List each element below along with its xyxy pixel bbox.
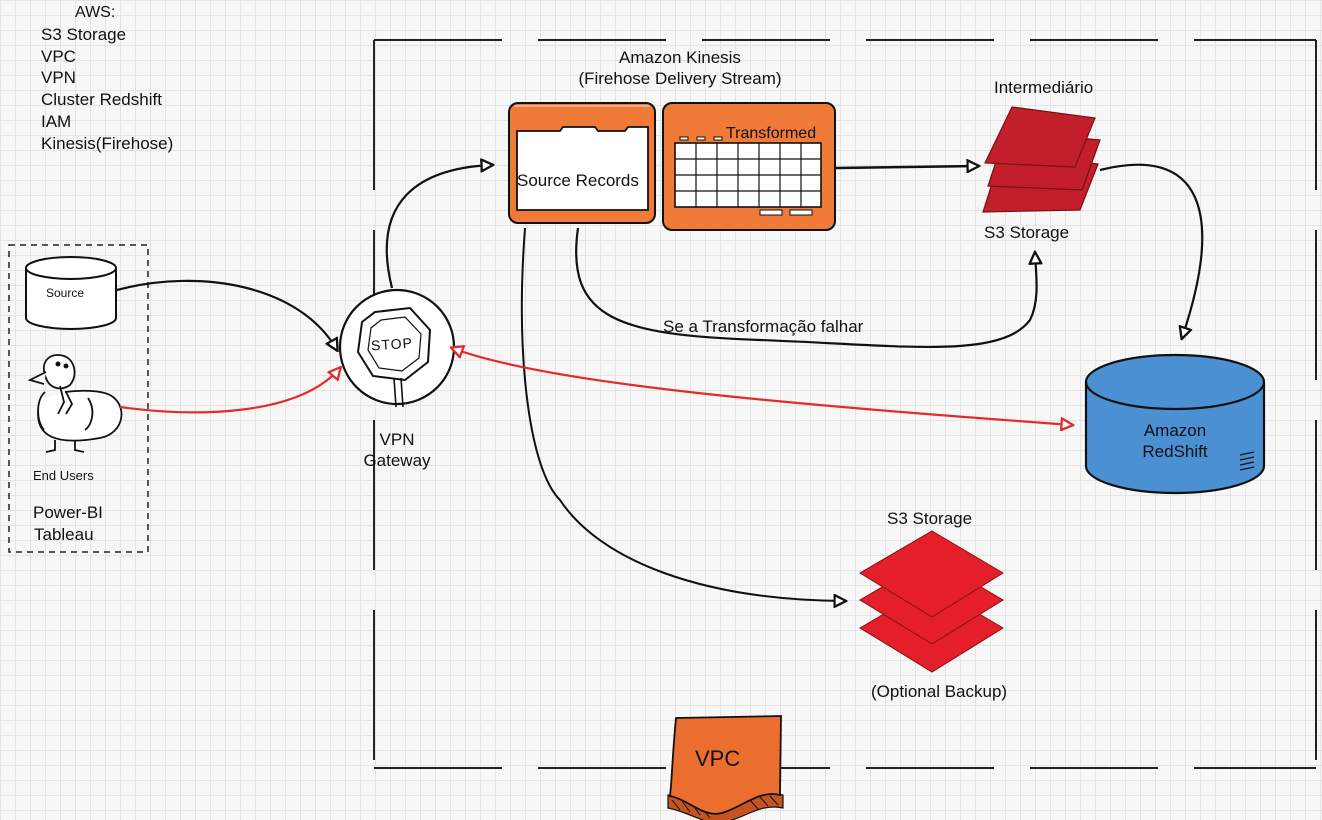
vpc-boundary bbox=[373, 39, 1317, 769]
end-users-label: End Users bbox=[33, 468, 94, 483]
vpn-to-kinesis-arrow bbox=[385, 165, 492, 289]
aws-service-item: VPC bbox=[41, 46, 76, 66]
redshift-label-line1: Amazon bbox=[1143, 421, 1207, 440]
backup-path-arrow bbox=[520, 227, 845, 601]
kinesis-title: Amazon Kinesis (Firehose Delivery Stream… bbox=[540, 47, 820, 89]
vpn-gateway-label: VPN Gateway bbox=[357, 429, 437, 471]
kinesis-title-line1: Amazon Kinesis bbox=[619, 48, 741, 67]
aws-services-list: S3 Storage VPC VPN Cluster Redshift IAM … bbox=[41, 24, 173, 154]
source-records-panel bbox=[508, 102, 656, 224]
vpc-label: VPC bbox=[695, 746, 741, 771]
aws-service-item: Kinesis(Firehose) bbox=[41, 133, 174, 153]
failure-path-label: Se a Transformação falhar bbox=[663, 317, 864, 336]
client-group-box bbox=[8, 244, 149, 553]
redshift-label: Amazon RedShift bbox=[1105, 420, 1245, 462]
aws-service-item: S3 Storage bbox=[41, 25, 127, 44]
vpn-redshift-arrow bbox=[452, 348, 1072, 425]
redshift-label-line2: RedShift bbox=[1142, 442, 1208, 461]
s3-to-redshift-arrow bbox=[1099, 163, 1204, 338]
vpn-gateway-label-line2: Gateway bbox=[363, 451, 431, 470]
redshift-database-icon bbox=[1084, 353, 1266, 495]
kinesis-title-line2: (Firehose Delivery Stream) bbox=[578, 69, 782, 88]
tool-power-bi: Power-BI bbox=[33, 503, 103, 522]
backup-s3-label: (Optional Backup) bbox=[871, 682, 1008, 701]
intermediate-s3-icon bbox=[982, 106, 1101, 213]
failure-path-arrow bbox=[575, 227, 1036, 348]
transformed-label: Transformed bbox=[726, 125, 817, 142]
end-user-icon bbox=[27, 354, 123, 453]
aws-service-item: Cluster Redshift bbox=[41, 90, 162, 110]
vpn-gateway-icon bbox=[338, 288, 456, 408]
stop-sign-text: STOP bbox=[370, 334, 414, 354]
vpn-gateway-label-line1: VPN bbox=[379, 430, 415, 449]
tool-tableau: Tableau bbox=[34, 525, 94, 544]
backup-s3-title: S3 Storage bbox=[887, 509, 973, 528]
transformed-to-s3-arrow bbox=[835, 166, 978, 168]
aws-services-title: AWS: bbox=[75, 4, 116, 21]
vpc-banner-icon bbox=[667, 715, 784, 820]
users-to-vpn-arrow bbox=[119, 368, 340, 414]
aws-service-item: VPN bbox=[41, 68, 76, 88]
aws-service-item: IAM bbox=[41, 111, 72, 131]
transformed-panel bbox=[662, 102, 836, 231]
source-database-icon bbox=[25, 256, 117, 330]
source-label: Source bbox=[46, 286, 85, 300]
intermediate-s3-title: Intermediário bbox=[994, 78, 1094, 97]
intermediate-s3-label: S3 Storage bbox=[984, 223, 1070, 242]
source-records-label: Source Records bbox=[517, 171, 639, 190]
source-to-vpn-arrow bbox=[116, 279, 337, 350]
backup-s3-icon bbox=[859, 530, 1004, 673]
